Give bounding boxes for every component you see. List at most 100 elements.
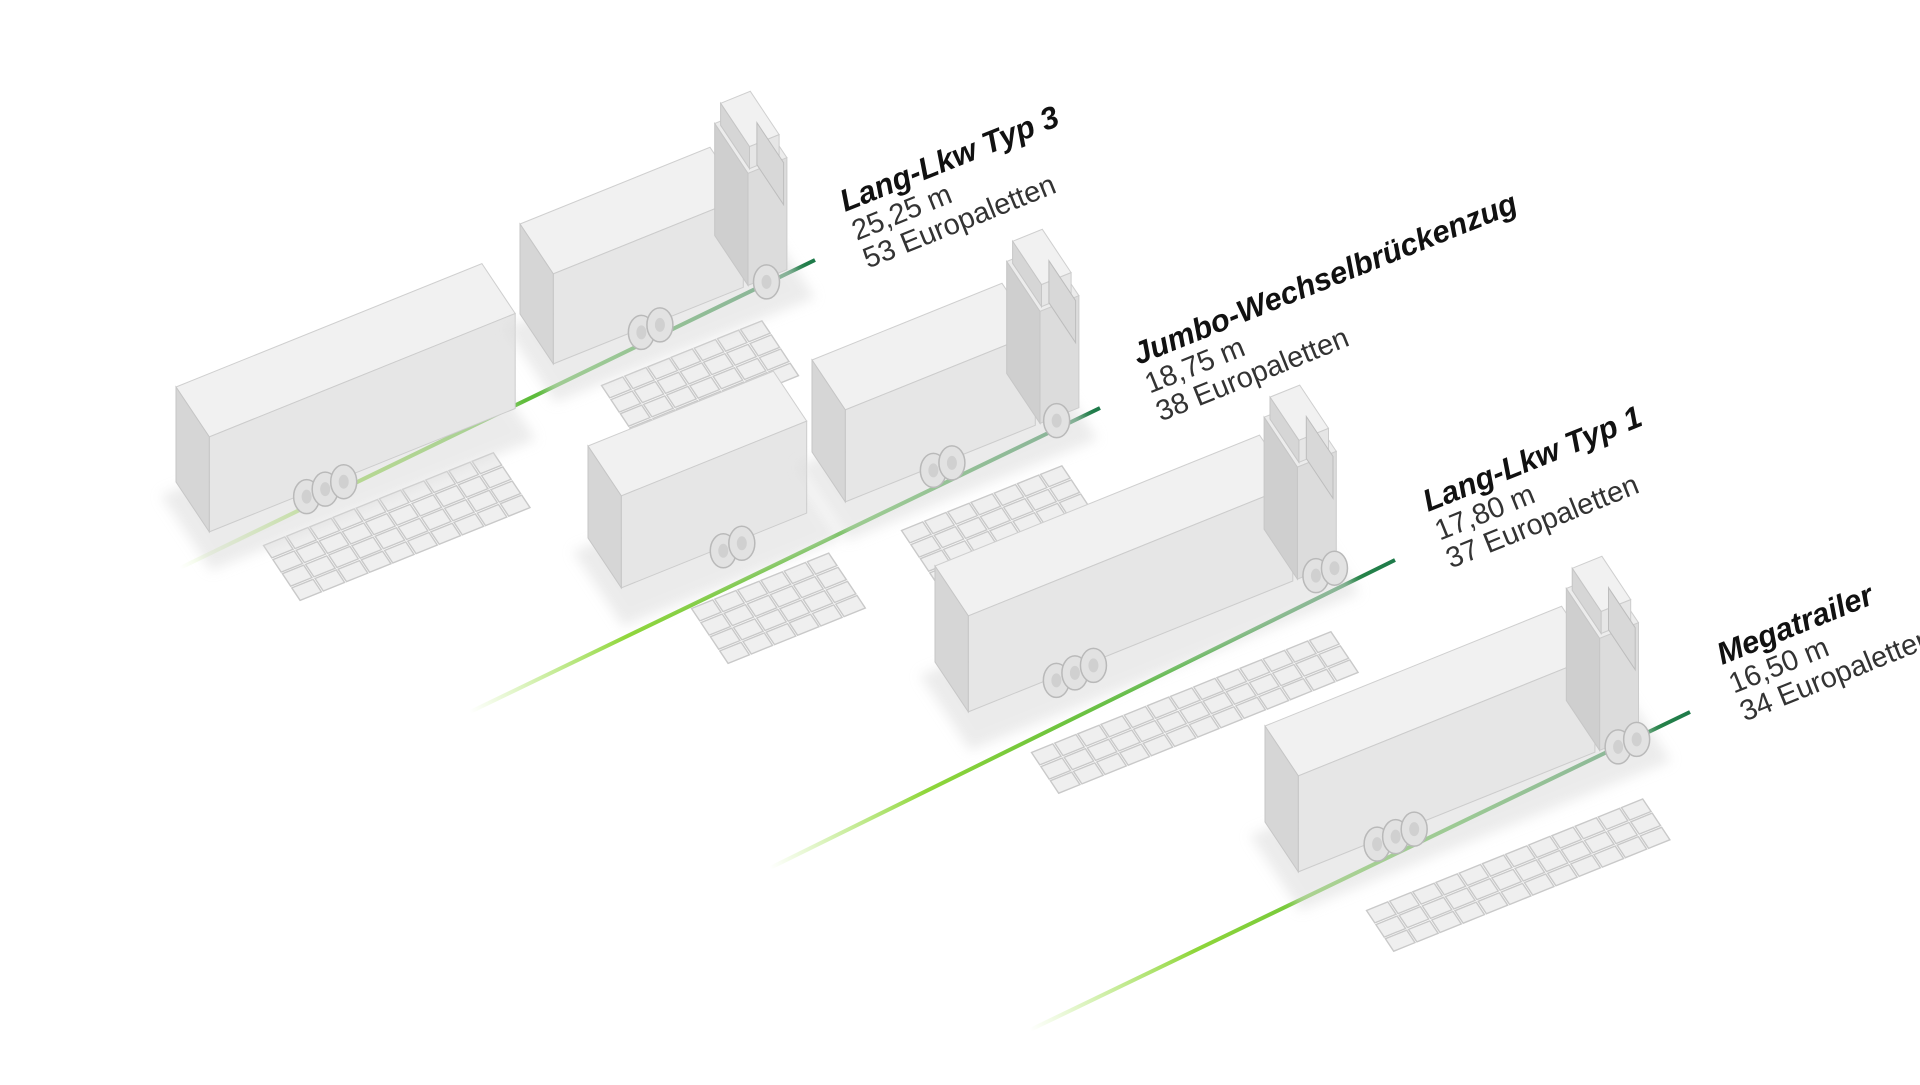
pallet-cell [1155, 710, 1188, 734]
wheel-hub [1631, 732, 1642, 747]
box-rear [1269, 395, 1300, 464]
pallet-cell [969, 492, 1002, 516]
pallet-cell [946, 502, 979, 526]
pallet-cell [758, 348, 791, 371]
pallet-cell [1178, 701, 1211, 724]
pallet-cell [341, 522, 374, 545]
pallet-cell [410, 494, 443, 517]
pallet-cell [374, 526, 406, 550]
pallet-cell [600, 376, 633, 399]
pallet-cell [387, 503, 420, 527]
pallet-cell [1188, 715, 1221, 738]
wheel-hub [1390, 829, 1401, 844]
pallet-cell [1500, 882, 1532, 906]
wheel-hub [654, 317, 665, 332]
pallet-cell [1039, 757, 1072, 780]
pallet-cell [1192, 677, 1225, 701]
pallet-cell [1076, 724, 1109, 748]
pallet-cell [646, 357, 679, 381]
pallet-grid [690, 552, 867, 665]
tractor-cab [713, 90, 788, 288]
cab-windshield [1305, 414, 1334, 501]
pallet-cell [979, 507, 1012, 530]
pallet-cell [1053, 733, 1086, 757]
pallet-cell [1132, 719, 1165, 743]
box-rear [714, 121, 749, 288]
wheel-hub [1051, 413, 1062, 428]
wheel-hub [1329, 561, 1340, 576]
pallet-cell [1304, 668, 1336, 692]
pallet-cell [1281, 677, 1313, 701]
pallet-cell [1490, 868, 1523, 892]
pallet-cell [1453, 901, 1486, 925]
pallet-cell [713, 589, 746, 613]
pallet-cell [318, 531, 350, 555]
pallet-cell [1620, 798, 1653, 821]
pallet-cell [281, 564, 314, 588]
pallet-cell [702, 352, 735, 376]
pallet-cell [811, 604, 844, 627]
pallet-cell [443, 498, 476, 522]
pallet-cell [1072, 761, 1105, 785]
wheel-hub [1310, 568, 1321, 583]
pallet-cell [746, 594, 778, 618]
pallet-cell [489, 480, 522, 503]
pallet-cell [313, 569, 346, 592]
pallet-cell [718, 641, 751, 665]
cab-windshield [1048, 259, 1077, 345]
pallet-cell [609, 390, 642, 413]
pallet-cell [1285, 640, 1318, 663]
pallet-cell [1049, 771, 1082, 795]
pallet-cell [1211, 705, 1244, 729]
box-rear [1006, 259, 1041, 426]
wheel-hub [320, 482, 331, 497]
pallet-cell [741, 632, 774, 655]
pallet-cell [304, 554, 337, 578]
pallet-cell [1234, 696, 1267, 720]
pallet-cell [900, 521, 933, 544]
wheel-hub [1409, 822, 1420, 837]
pallet-cell [1411, 882, 1444, 906]
pallet-cell [1583, 831, 1616, 854]
pallet-cell [933, 525, 965, 549]
cab-windshield [756, 121, 785, 207]
box-rear [175, 385, 210, 534]
box-rear [1012, 239, 1042, 309]
pallet-cell [1546, 863, 1579, 887]
pallet-cell [725, 343, 758, 367]
pallet-cell [993, 483, 1025, 507]
pallet-cell [1504, 844, 1537, 868]
cab-windshield [1608, 586, 1636, 672]
pallet-cell [1095, 752, 1128, 776]
pallet-cell [406, 531, 439, 555]
pallet-cell [712, 366, 744, 390]
pallet-cell [1550, 826, 1583, 849]
pallet-cell [271, 550, 304, 573]
pallet-cell [1434, 872, 1467, 896]
pallet-cell [688, 376, 721, 400]
pallet-cell [1002, 497, 1035, 521]
pallet-cell [1639, 826, 1671, 850]
wheel-hub [1051, 673, 1062, 688]
semi-trailer-box [934, 434, 1294, 714]
pallet-cell [480, 466, 513, 489]
mega-trailer-box [1264, 605, 1596, 874]
pallet-cell [1384, 929, 1417, 953]
pallet-cell [1574, 816, 1606, 840]
truck-group [161, 90, 815, 571]
pallet-cell [923, 511, 956, 535]
pallet-cell [1407, 919, 1440, 943]
pallet-cell [825, 580, 857, 604]
truck-group [1250, 555, 1671, 911]
pallet-cell [723, 603, 755, 627]
tractor-cab [1565, 555, 1640, 753]
wheel-hub [718, 543, 729, 558]
pallet-cell [669, 347, 702, 371]
pallet-cell [499, 494, 532, 518]
pallet-cell [619, 404, 652, 428]
pallet-cell [1262, 649, 1294, 673]
pallet-cell [290, 578, 323, 602]
pallet-cell [420, 508, 453, 531]
pallet-cell [1523, 873, 1556, 896]
